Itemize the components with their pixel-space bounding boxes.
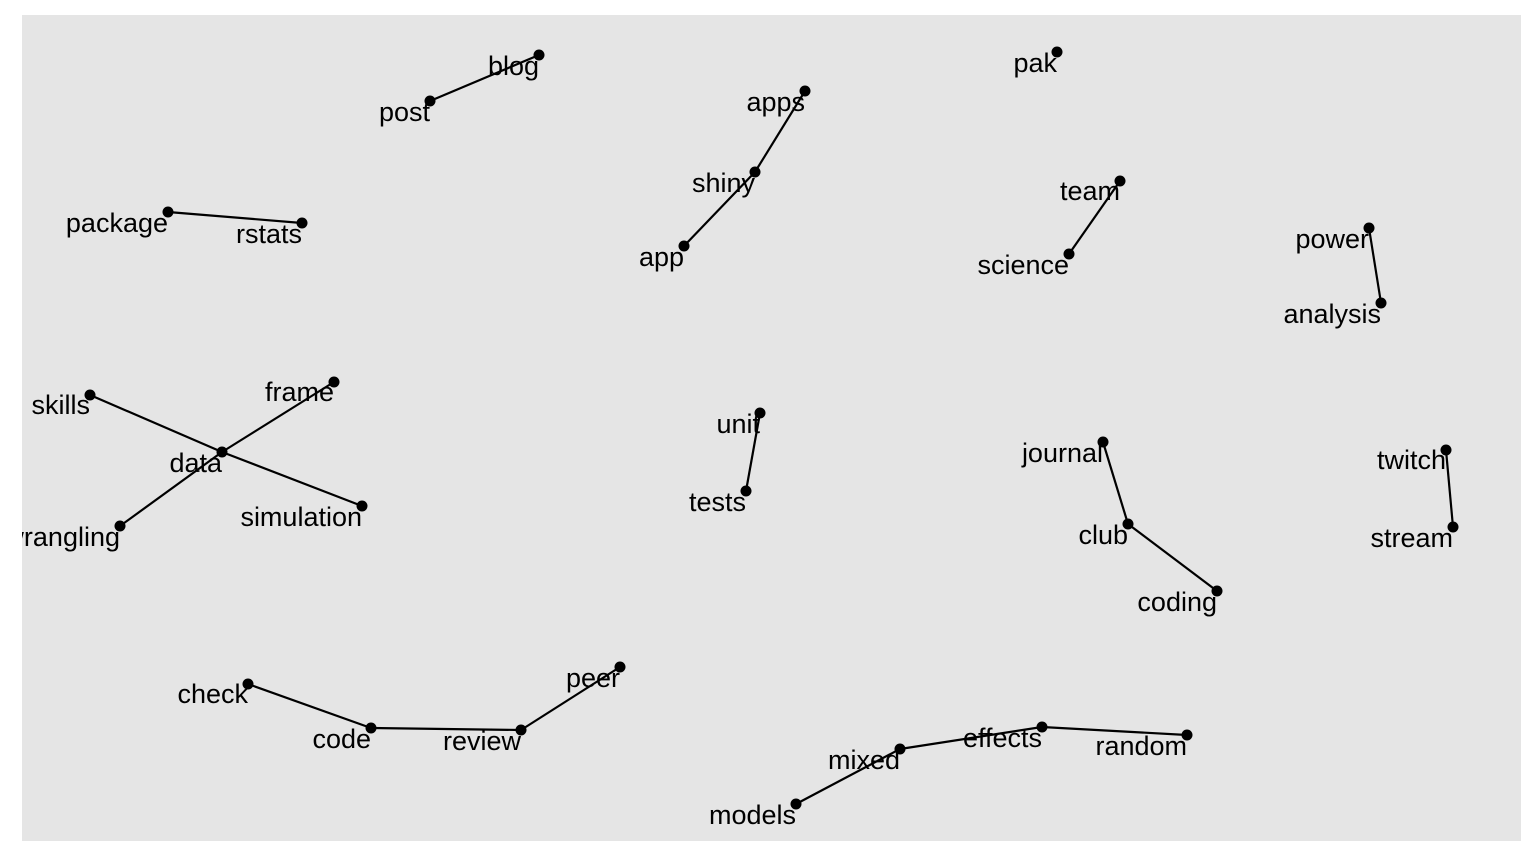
node-post: [424, 95, 436, 107]
node-science: [1063, 248, 1075, 260]
node-blog: [533, 49, 545, 61]
node-label-effects: effects: [963, 723, 1042, 753]
edge-journal-club: [1101, 441, 1130, 525]
node-label-power: power: [1295, 224, 1369, 254]
node-simulation: [356, 500, 368, 512]
node-label-review: review: [443, 726, 522, 756]
node-rstats: [296, 217, 308, 229]
node-effects: [1036, 721, 1048, 733]
node-check: [242, 678, 254, 690]
node-label-code: code: [312, 724, 371, 754]
node-label-shiny: shiny: [692, 168, 756, 198]
edge-review-peer: [520, 666, 621, 731]
edge-shiny-apps: [754, 90, 806, 173]
edge-mixed-effects: [899, 725, 1043, 751]
node-analysis: [1375, 297, 1387, 309]
node-label-data: data: [169, 448, 223, 478]
node-label-stream: stream: [1370, 523, 1453, 553]
node-label-check: check: [177, 679, 248, 709]
edge-power-analysis: [1367, 227, 1383, 304]
node-label-package: package: [66, 208, 168, 238]
node-label-club: club: [1078, 520, 1128, 550]
plot-panel: [22, 15, 1521, 841]
node-unit: [754, 407, 766, 419]
node-label-random: random: [1095, 731, 1187, 761]
node-frame: [328, 376, 340, 388]
node-apps: [799, 85, 811, 97]
node-power: [1363, 222, 1375, 234]
edge-skills-data: [89, 393, 223, 454]
edge-effects-random: [1041, 725, 1188, 737]
edge-data-frame: [221, 381, 335, 453]
node-label-unit: unit: [716, 409, 760, 439]
edge-layer: [89, 53, 1455, 805]
node-label-mixed: mixed: [828, 745, 900, 775]
edge-wrangling-data: [119, 451, 223, 527]
node-label-pak: pak: [1013, 48, 1057, 78]
node-label-apps: apps: [746, 87, 805, 117]
node-label-frame: frame: [265, 377, 334, 407]
node-peer: [614, 661, 626, 673]
node-layer: [84, 46, 1459, 810]
edge-science-team: [1068, 180, 1121, 255]
edge-post-blog: [429, 53, 540, 103]
node-random: [1181, 729, 1193, 741]
node-skills: [84, 389, 96, 401]
node-mixed: [894, 743, 906, 755]
node-journal: [1097, 436, 1109, 448]
node-code: [365, 722, 377, 734]
node-tests: [740, 485, 752, 497]
node-label-peer: peer: [566, 663, 620, 693]
node-shiny: [749, 166, 761, 178]
edge-twitch-stream: [1444, 449, 1455, 528]
node-label-science: science: [977, 250, 1069, 280]
node-label-skills: skills: [32, 390, 91, 420]
node-label-app: app: [639, 242, 684, 272]
node-label-journal: journal: [1021, 438, 1103, 468]
node-review: [515, 724, 527, 736]
edge-data-simulation: [221, 450, 363, 508]
edge-models-mixed: [795, 748, 901, 805]
node-label-blog: blog: [488, 51, 539, 81]
edge-app-shiny: [683, 171, 756, 247]
node-twitch: [1440, 444, 1452, 456]
node-club: [1122, 518, 1134, 530]
node-label-tests: tests: [689, 487, 746, 517]
label-layer: blog post apps shiny app pak team science packag…: [3, 48, 1453, 830]
node-app: [678, 240, 690, 252]
edge-check-code: [247, 682, 372, 730]
node-data: [216, 446, 228, 458]
edge-club-coding: [1127, 523, 1218, 592]
node-package: [162, 206, 174, 218]
node-label-analysis: analysis: [1283, 299, 1381, 329]
edge-package-rstats: [167, 210, 303, 225]
node-label-models: models: [709, 800, 796, 830]
node-label-rstats: rstats: [236, 219, 302, 249]
node-stream: [1447, 521, 1459, 533]
node-team: [1114, 175, 1126, 187]
node-label-wrangling: wrangling: [3, 522, 120, 552]
node-coding: [1211, 585, 1223, 597]
edge-code-review: [370, 726, 522, 732]
edge-unit-tests: [744, 412, 762, 492]
node-label-simulation: simulation: [240, 502, 362, 532]
node-label-twitch: twitch: [1377, 445, 1446, 475]
node-label-post: post: [379, 97, 431, 127]
node-pak: [1051, 46, 1063, 58]
node-label-team: team: [1060, 176, 1120, 206]
node-label-coding: coding: [1137, 587, 1217, 617]
node-wrangling: [114, 520, 126, 532]
node-models: [790, 798, 802, 810]
